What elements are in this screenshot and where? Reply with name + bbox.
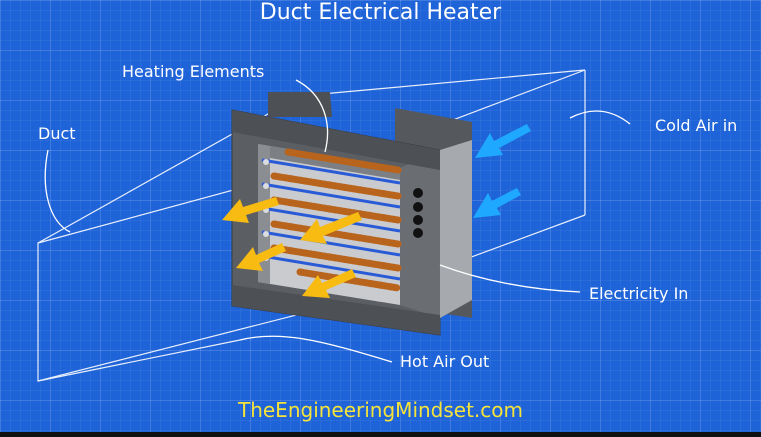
heater-back-flange [268, 92, 332, 117]
cold-air-arrow-icon [473, 124, 531, 218]
leader-hot-air [239, 335, 393, 363]
label-electricity-in: Electricity In [589, 284, 689, 303]
leader-heating-elements [295, 79, 329, 153]
leader-lines [44, 79, 631, 363]
heater-front-flange-top [232, 110, 440, 170]
hot-air-arrow-icon [222, 197, 362, 298]
heater-front-flange-bottom [232, 285, 440, 335]
label-hot-air-out: Hot Air Out [400, 352, 490, 371]
leader-cold-air [569, 110, 631, 125]
diagram-title: Duct Electrical Heater [259, 0, 502, 25]
leader-electricity [439, 264, 581, 293]
bottom-bar [0, 432, 761, 437]
terminal-dot-icon [413, 188, 423, 238]
label-cold-air-in: Cold Air in [655, 116, 738, 135]
leader-duct [44, 149, 71, 233]
label-duct: Duct [38, 124, 76, 143]
footer-website: TheEngineeringMindset.com [237, 398, 524, 422]
label-heating-elements: Heating Elements [122, 62, 265, 81]
